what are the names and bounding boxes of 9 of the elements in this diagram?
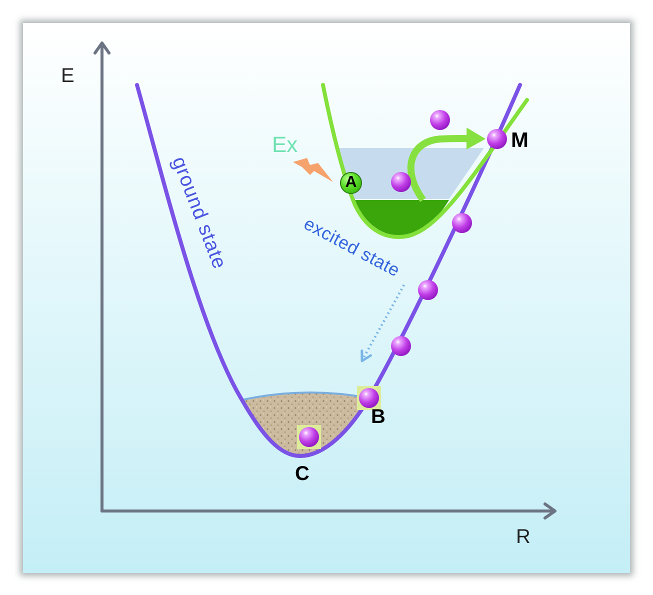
sphere xyxy=(297,425,321,449)
point-label: M xyxy=(511,130,528,151)
curved-arrow xyxy=(407,128,486,202)
axis-label: E xyxy=(61,66,74,86)
sphere xyxy=(357,386,381,410)
excitation-label: Ex xyxy=(272,134,298,156)
point-label: C xyxy=(295,464,310,484)
point-label: B xyxy=(371,407,386,427)
axis-label: R xyxy=(516,527,530,547)
